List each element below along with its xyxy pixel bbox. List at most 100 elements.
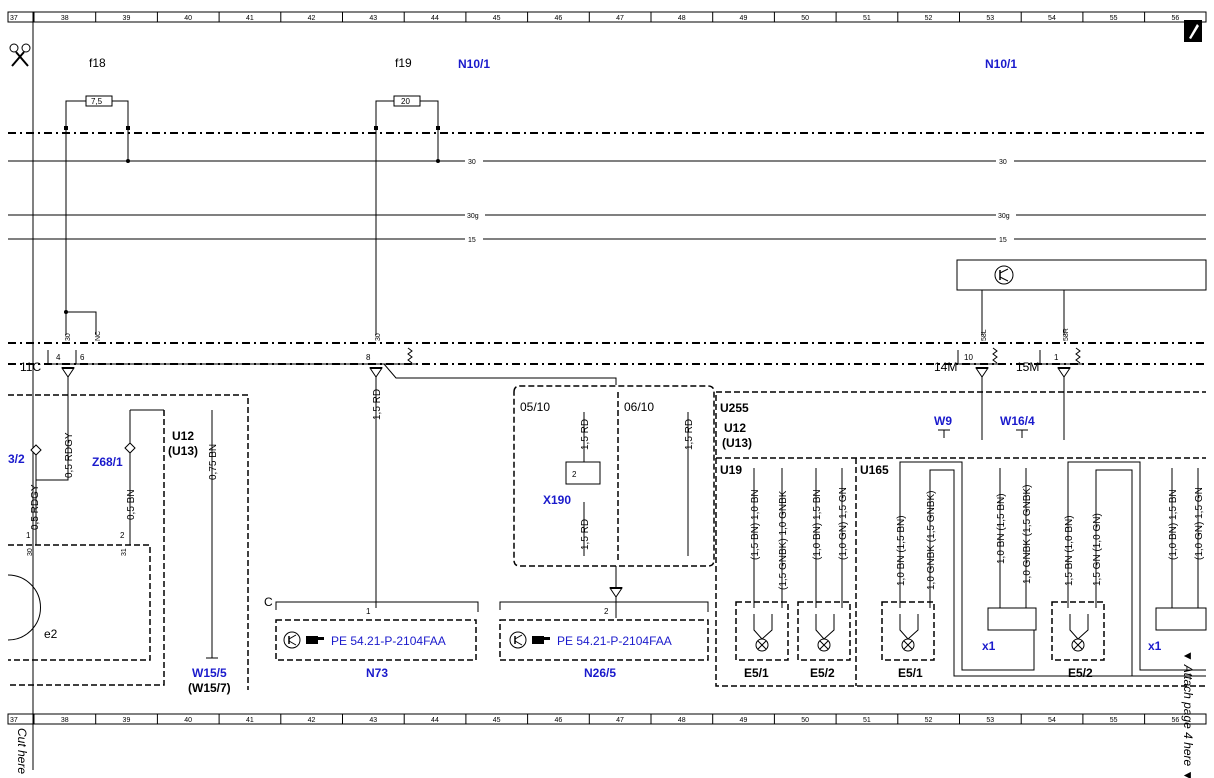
component-x1a[interactable]: x1 <box>982 639 996 653</box>
component-w15-5[interactable]: W15/5 <box>192 666 227 680</box>
wire-075bn-label: 0,75 BN <box>208 444 219 480</box>
component-n26-5[interactable]: PE 54.21-P-2104FAA <box>499 619 709 661</box>
ruler-top-40: 40 <box>184 15 192 22</box>
wire-15rd-c-label: 1,5 RD <box>580 519 591 550</box>
attach-page-label: ▼ Attach page 4 here ▼ <box>1181 650 1195 778</box>
bus-15-right: 15 <box>999 237 1007 244</box>
connector-14m: 14M <box>934 360 957 374</box>
ruler-top-46: 46 <box>554 15 562 22</box>
component-w9[interactable]: W9 <box>934 414 952 428</box>
component-e2[interactable]: e2 1 2 30 31 <box>7 531 151 661</box>
code-u12-right: U12 <box>724 421 746 435</box>
transistor-box <box>956 259 1207 335</box>
fuse-f19-rating: 20 <box>401 97 410 106</box>
code-u12-left: U12 <box>172 429 194 443</box>
pin-1a: 1 <box>26 531 31 540</box>
wire-15rd-b-label: 1,5 RD <box>580 419 591 450</box>
u165-wire-d: 1,0 GNBK (1,5 GNBK) <box>1022 485 1033 584</box>
pin-2a: 2 <box>120 531 125 540</box>
pin-30b: 30 <box>27 548 34 556</box>
nc-wire <box>66 311 97 335</box>
pencil-icon[interactable] <box>1184 20 1202 42</box>
lamp-wire <box>1077 614 1089 640</box>
u255-boundary <box>715 395 1206 687</box>
component-w16-4[interactable]: W16/4 <box>1000 414 1035 428</box>
module-n10-left[interactable]: N10/1 <box>458 57 490 71</box>
u165-wires <box>899 461 1206 677</box>
transistor-icon <box>994 265 1014 285</box>
code-u13-right: (U13) <box>722 436 752 450</box>
wire-05rdgy-label-a: 0,5 RDGY <box>64 432 75 478</box>
ruler-bottom-41: 41 <box>246 717 254 724</box>
cut-here-label: Cut here <box>15 728 29 774</box>
lamp-box <box>881 601 935 661</box>
ruler-bottom-48: 48 <box>678 717 686 724</box>
component-e5-2a[interactable]: E5/2 <box>810 666 835 680</box>
component-e5-1a[interactable]: E5/1 <box>744 666 769 680</box>
lamp-wire <box>907 614 919 640</box>
ruler-bottom-50: 50 <box>801 717 809 724</box>
splice-z68 <box>124 442 136 454</box>
component-3-2[interactable]: 3/2 <box>8 452 25 466</box>
fuse-f18: 7,5 <box>64 95 130 130</box>
component-e5-1b[interactable]: E5/1 <box>898 666 923 680</box>
pin-2c: 2 <box>604 607 609 616</box>
position-06-10: 06/10 <box>624 400 654 414</box>
pin-10: 10 <box>964 353 973 362</box>
connector-x1b <box>1155 607 1207 631</box>
ruler-bottom-53: 53 <box>986 717 994 724</box>
ruler-bottom-47: 47 <box>616 717 624 724</box>
lamp-wire <box>899 614 909 640</box>
terminal-30a: 30 <box>65 333 72 341</box>
u165-wire-a: 1,0 BN (1,5 BN) <box>896 515 907 586</box>
lamp-box <box>1051 601 1105 661</box>
component-e5-2b[interactable]: E5/2 <box>1068 666 1093 680</box>
code-u165: U165 <box>860 463 889 477</box>
lamp-wire <box>815 614 825 640</box>
u19-wire-b: (1,5 GNBK) 1,0 GNBK <box>778 490 789 590</box>
ruler-top-45: 45 <box>493 15 501 22</box>
u165-wire-g: (1,0 BN) 1,5 BN <box>1168 489 1179 560</box>
component-n26-5-label[interactable]: N26/5 <box>584 666 616 680</box>
ruler-top-39: 39 <box>123 15 131 22</box>
transistor-icon <box>509 631 527 649</box>
lamp-wire <box>753 614 763 640</box>
u19-wire-c: (1,0 BN) 1,5 BN <box>812 489 823 560</box>
lamp-wire <box>823 614 835 640</box>
lamp-box <box>797 601 851 661</box>
ref-pe-a[interactable]: PE 54.21-P-2104FAA <box>331 634 446 648</box>
wire-15rd-d-label: 1,5 RD <box>684 419 695 450</box>
u12-left-boundary <box>8 410 165 686</box>
ruler-top-47: 47 <box>616 15 624 22</box>
ruler-top-51: 51 <box>863 15 871 22</box>
ruler-top-53: 53 <box>986 15 994 22</box>
component-x1b[interactable]: x1 <box>1148 639 1162 653</box>
ruler-bottom-39: 39 <box>123 717 131 724</box>
ruler-top-54: 54 <box>1048 15 1056 22</box>
component-n73-label[interactable]: N73 <box>366 666 388 680</box>
ruler-top-55: 55 <box>1110 15 1118 22</box>
lamp-group <box>735 601 1105 661</box>
component-z68-1[interactable]: Z68/1 <box>92 455 123 469</box>
connector-c-n73 <box>275 601 479 612</box>
pin-31: 31 <box>121 548 128 556</box>
component-x190[interactable]: X190 <box>543 493 571 507</box>
component-n73[interactable]: PE 54.21-P-2104FAA <box>275 619 477 661</box>
ruler-top-44: 44 <box>431 15 439 22</box>
wire-05rdgy <box>36 377 69 481</box>
scissors-icon[interactable] <box>9 43 31 67</box>
ruler-bottom-40: 40 <box>184 717 192 724</box>
bus-30g-left: 30g <box>467 213 479 220</box>
lamp-wire <box>1069 614 1079 640</box>
ruler-bottom-54: 54 <box>1048 717 1056 724</box>
ruler-top-41: 41 <box>246 15 254 22</box>
lamp-wire <box>761 614 773 640</box>
bus-lines <box>8 156 1206 244</box>
ruler-bottom-51: 51 <box>863 717 871 724</box>
module-n10-right[interactable]: N10/1 <box>985 57 1017 71</box>
ref-pe-b[interactable]: PE 54.21-P-2104FAA <box>557 634 672 648</box>
fuse-f19: 20 <box>374 95 440 130</box>
u165-wire-h: (1,0 GN) 1,5 GN <box>1194 487 1205 560</box>
